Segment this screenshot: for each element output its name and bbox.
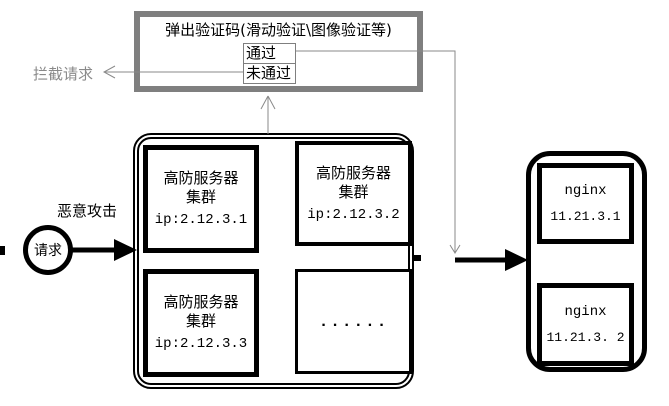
captcha-fail-label: 未通过	[243, 63, 296, 84]
nginx-ip: 11.21.3.1	[550, 209, 621, 224]
request-label: 请求	[34, 243, 62, 259]
server-name: 高防服务器	[315, 163, 391, 182]
server-sub: 集群	[185, 312, 216, 330]
defense-server-box-2: 高防服务器 集群 ip:2.12.3.2	[295, 141, 412, 246]
server-name: 高防服务器	[163, 169, 239, 187]
forward-arrow-stub	[413, 255, 421, 261]
nginx-name: nginx	[564, 183, 607, 199]
malicious-attack-label: 恶意攻击	[57, 202, 118, 220]
request-circle: 请求	[23, 225, 73, 275]
server-sub: 集群	[338, 182, 369, 201]
server-ip: ip:2.12.3.1	[154, 212, 248, 228]
ellipsis-box: ......	[295, 269, 412, 374]
nginx-name: nginx	[564, 304, 607, 320]
server-sub: 集群	[185, 188, 216, 206]
fail-arrowhead-icon	[102, 65, 116, 79]
edge-stub	[0, 246, 5, 255]
pass-arrowhead-icon	[449, 244, 461, 254]
nginx-box-2: nginx 11.21.3. 2	[537, 283, 634, 366]
server-ip: ip:2.12.3.3	[154, 336, 248, 352]
forward-arrowhead-icon	[505, 249, 528, 271]
nginx-box-1: nginx 11.21.3.1	[537, 163, 634, 244]
captcha-pass-label: 通过	[243, 43, 296, 64]
captcha-title: 弹出验证码(滑动验证\图像验证等)	[165, 21, 392, 39]
verify-arrowhead-icon	[260, 95, 276, 110]
server-name: 高防服务器	[163, 293, 239, 311]
ellipsis-text: ......	[318, 312, 389, 331]
defense-server-box-1: 高防服务器 集群 ip:2.12.3.1	[143, 145, 259, 253]
intercept-request-label: 拦截请求	[33, 65, 94, 83]
defense-server-box-3: 高防服务器 集群 ip:2.12.3.3	[143, 269, 259, 377]
server-ip: ip:2.12.3.2	[307, 206, 400, 223]
nginx-ip: 11.21.3. 2	[546, 330, 625, 345]
